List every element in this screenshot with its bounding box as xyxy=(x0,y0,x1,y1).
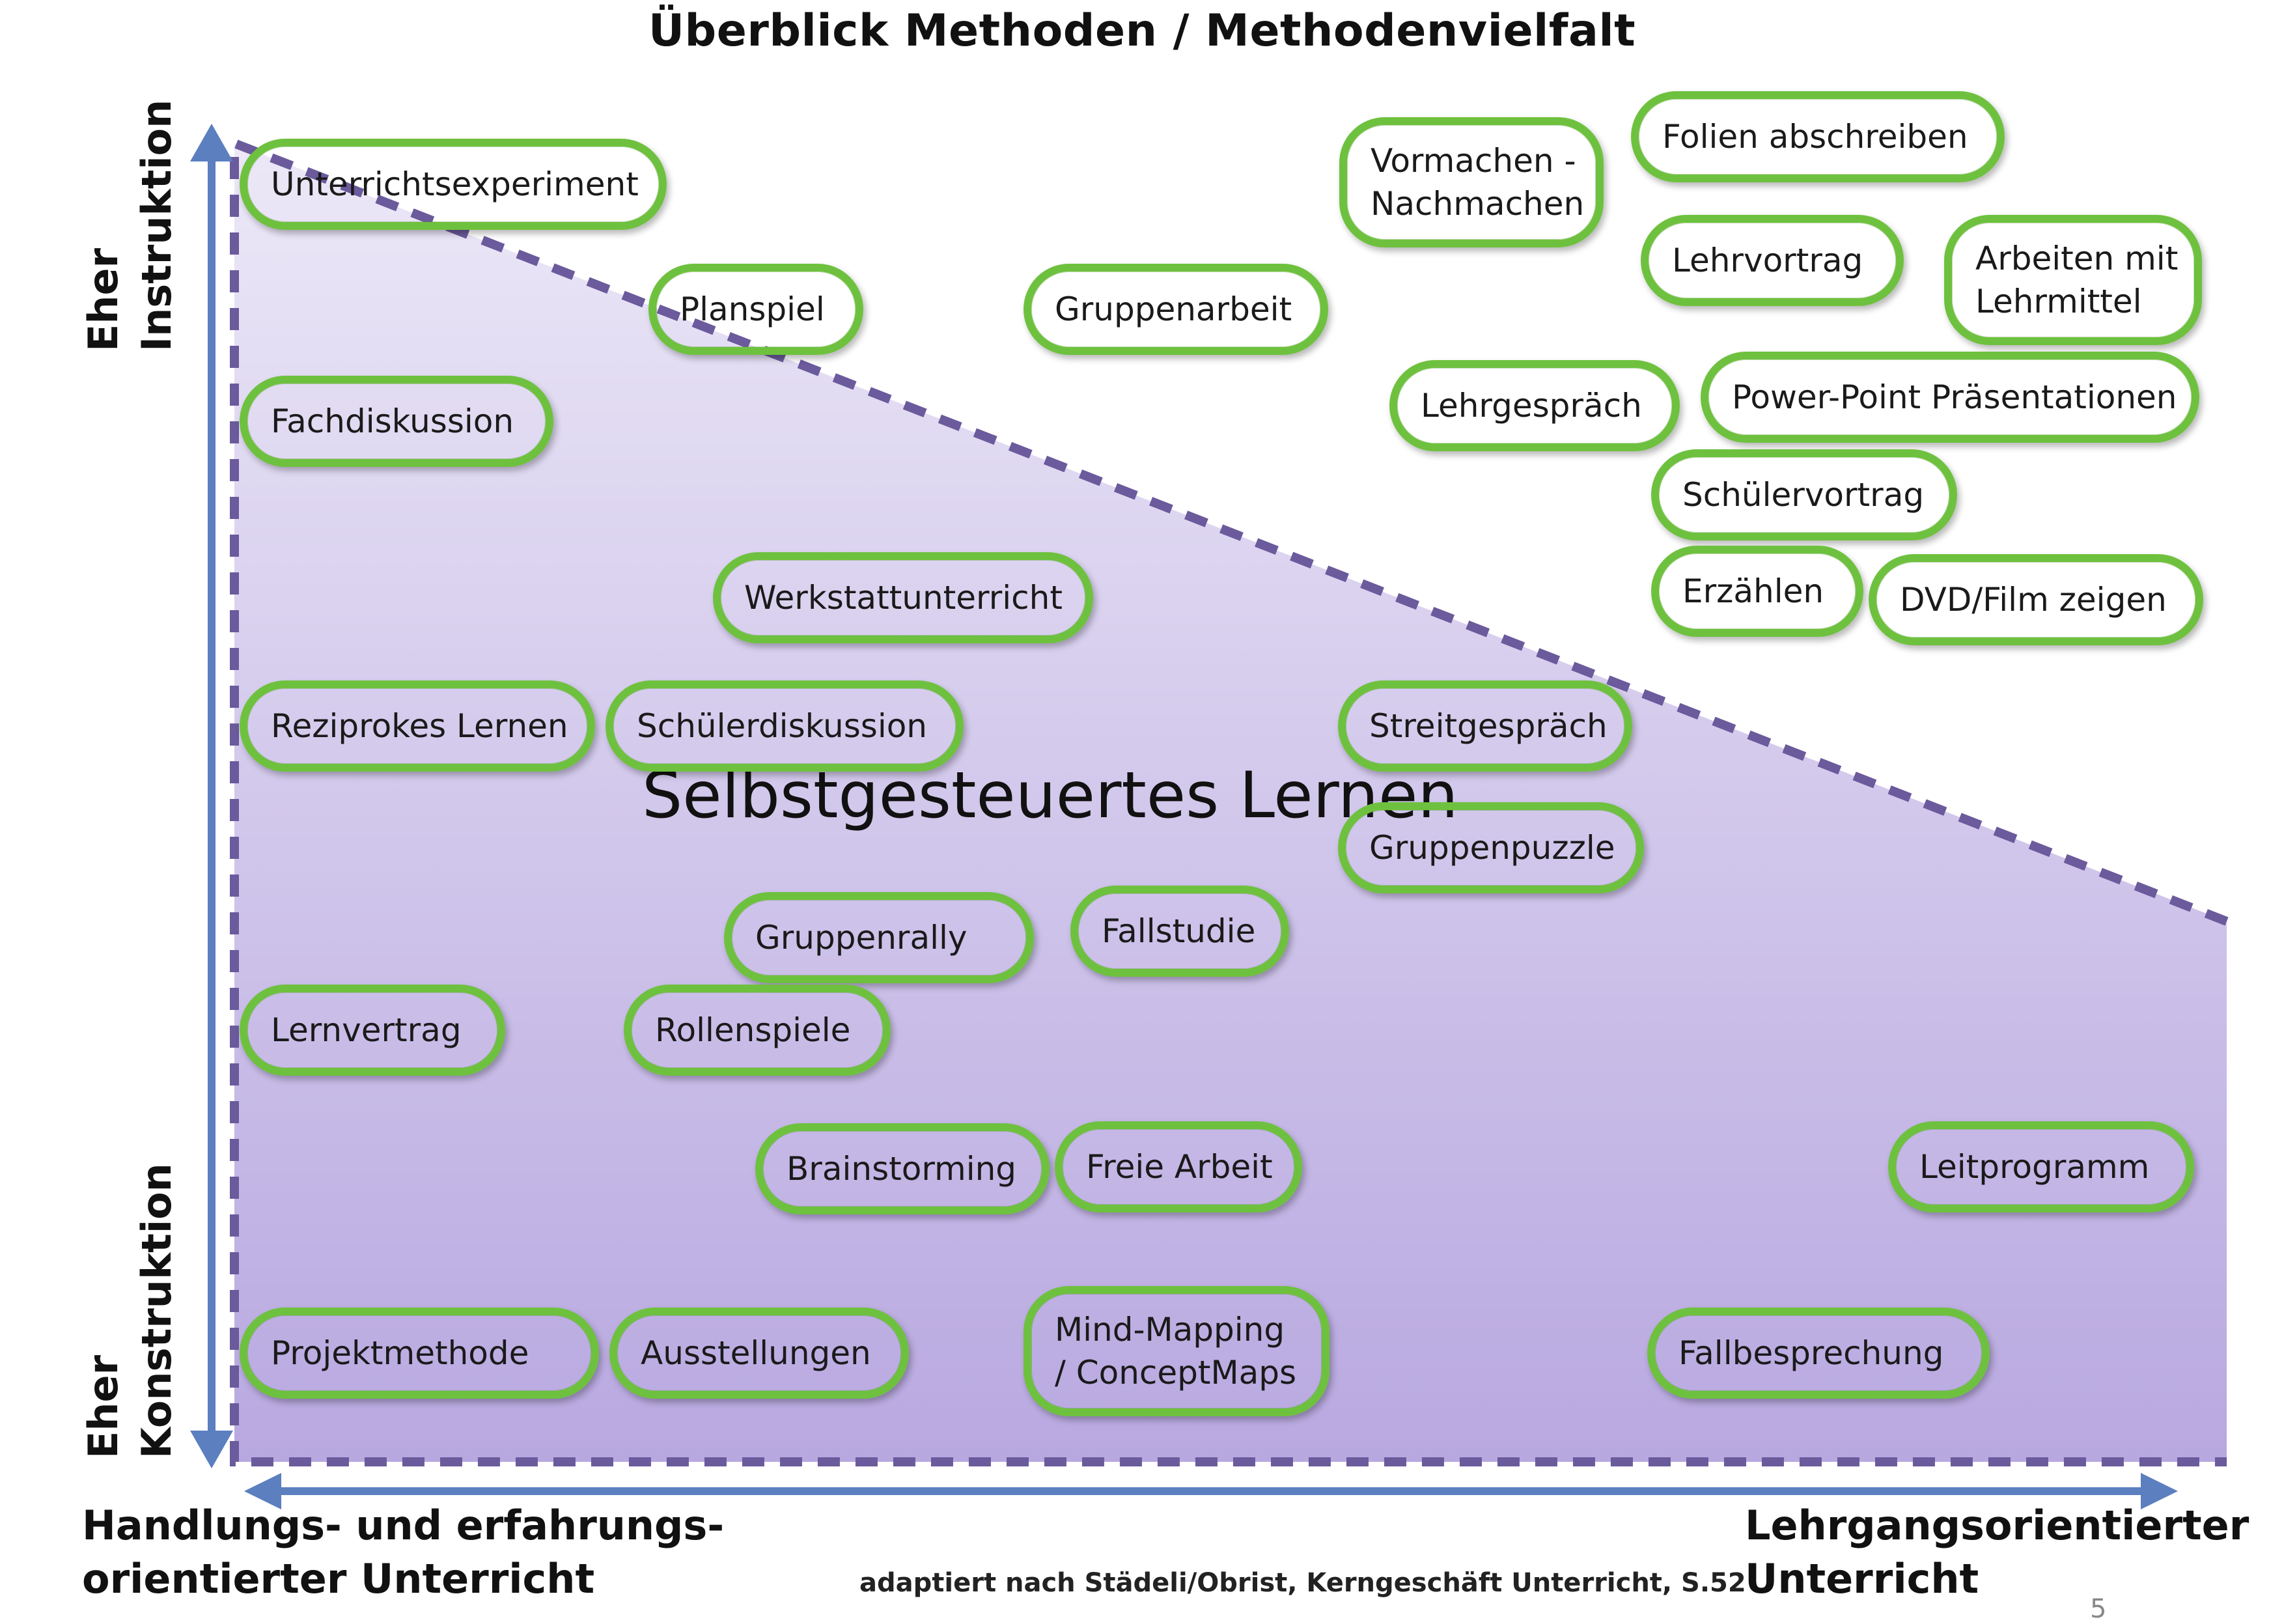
method-arbeiten-mit-lehrmittel: Arbeiten mit Lehrmittel xyxy=(1944,215,2202,345)
horizontal-axis-arrow-right xyxy=(2141,1473,2178,1509)
method-gruppenpuzzle: Gruppenpuzzle xyxy=(1338,802,1644,893)
method-fallbesprechung: Fallbesprechung xyxy=(1647,1308,1990,1399)
method-lernvertrag: Lernvertrag xyxy=(240,985,505,1076)
self-directed-region xyxy=(234,143,2227,1462)
x-axis-left-label: Handlungs- und erfahrungs- orientierter … xyxy=(82,1502,725,1603)
y-axis-top-label: Eher Instruktion xyxy=(79,99,180,352)
page-number: 5 xyxy=(2090,1594,2107,1624)
method-freie-arbeit: Freie Arbeit xyxy=(1055,1121,1302,1212)
method-rollenspiele: Rollenspiele xyxy=(624,985,891,1076)
method-lehrvortrag: Lehrvortrag xyxy=(1641,215,1904,306)
method-projektmethode: Projektmethode xyxy=(240,1308,599,1399)
method-gruppenarbeit: Gruppenarbeit xyxy=(1024,264,1328,355)
method-mind-mapping-conceptmaps: Mind-Mapping / ConceptMaps xyxy=(1024,1286,1330,1416)
vertical-axis-arrow-up xyxy=(190,124,233,161)
method-lehrgespraech: Lehrgespräch xyxy=(1389,360,1680,451)
method-folien-abschreiben: Folien abschreiben xyxy=(1631,91,2005,182)
method-planspiel: Planspiel xyxy=(648,264,863,355)
method-power-point-praesentationen: Power-Point Präsentationen xyxy=(1701,352,2199,443)
horizontal-axis-arrow-left xyxy=(244,1473,281,1509)
method-fachdiskussion: Fachdiskussion xyxy=(240,376,553,467)
method-unterrichtsexperiment: Unterrichtsexperiment xyxy=(240,139,667,230)
y-axis-bottom-label: Eher Konstruktion xyxy=(79,1163,180,1459)
method-erzaehlen: Erzählen xyxy=(1651,546,1863,637)
method-schuelervortrag: Schülervortrag xyxy=(1651,449,1957,540)
method-brainstorming: Brainstorming xyxy=(755,1123,1050,1214)
source-citation: adaptiert nach Städeli/Obrist, Kerngesch… xyxy=(859,1568,1746,1598)
method-vormachen-nachmachen: Vormachen - Nachmachen xyxy=(1339,117,1604,247)
method-gruppenrally: Gruppenrally xyxy=(724,892,1034,983)
method-reziprokes-lernen: Reziprokes Lernen xyxy=(240,680,595,772)
method-werkstattunterricht: Werkstattunterricht xyxy=(713,552,1093,643)
method-fallstudie: Fallstudie xyxy=(1070,886,1289,977)
method-streitgespraech: Streitgespräch xyxy=(1338,680,1632,772)
method-leitprogramm: Leitprogramm xyxy=(1888,1121,2194,1212)
x-axis-right-label: Lehrgangsorientierter Unterricht xyxy=(1745,1502,2249,1603)
method-ausstellungen: Ausstellungen xyxy=(609,1308,909,1399)
vertical-axis-arrow-down xyxy=(190,1431,233,1468)
page-title: Überblick Methoden / Methodenvielfalt xyxy=(648,5,1636,57)
dashed-boundary xyxy=(230,136,2229,1466)
method-schuelerdiskussion: Schülerdiskussion xyxy=(606,680,964,772)
method-dvd-film-zeigen: DVD/Film zeigen xyxy=(1869,554,2203,645)
